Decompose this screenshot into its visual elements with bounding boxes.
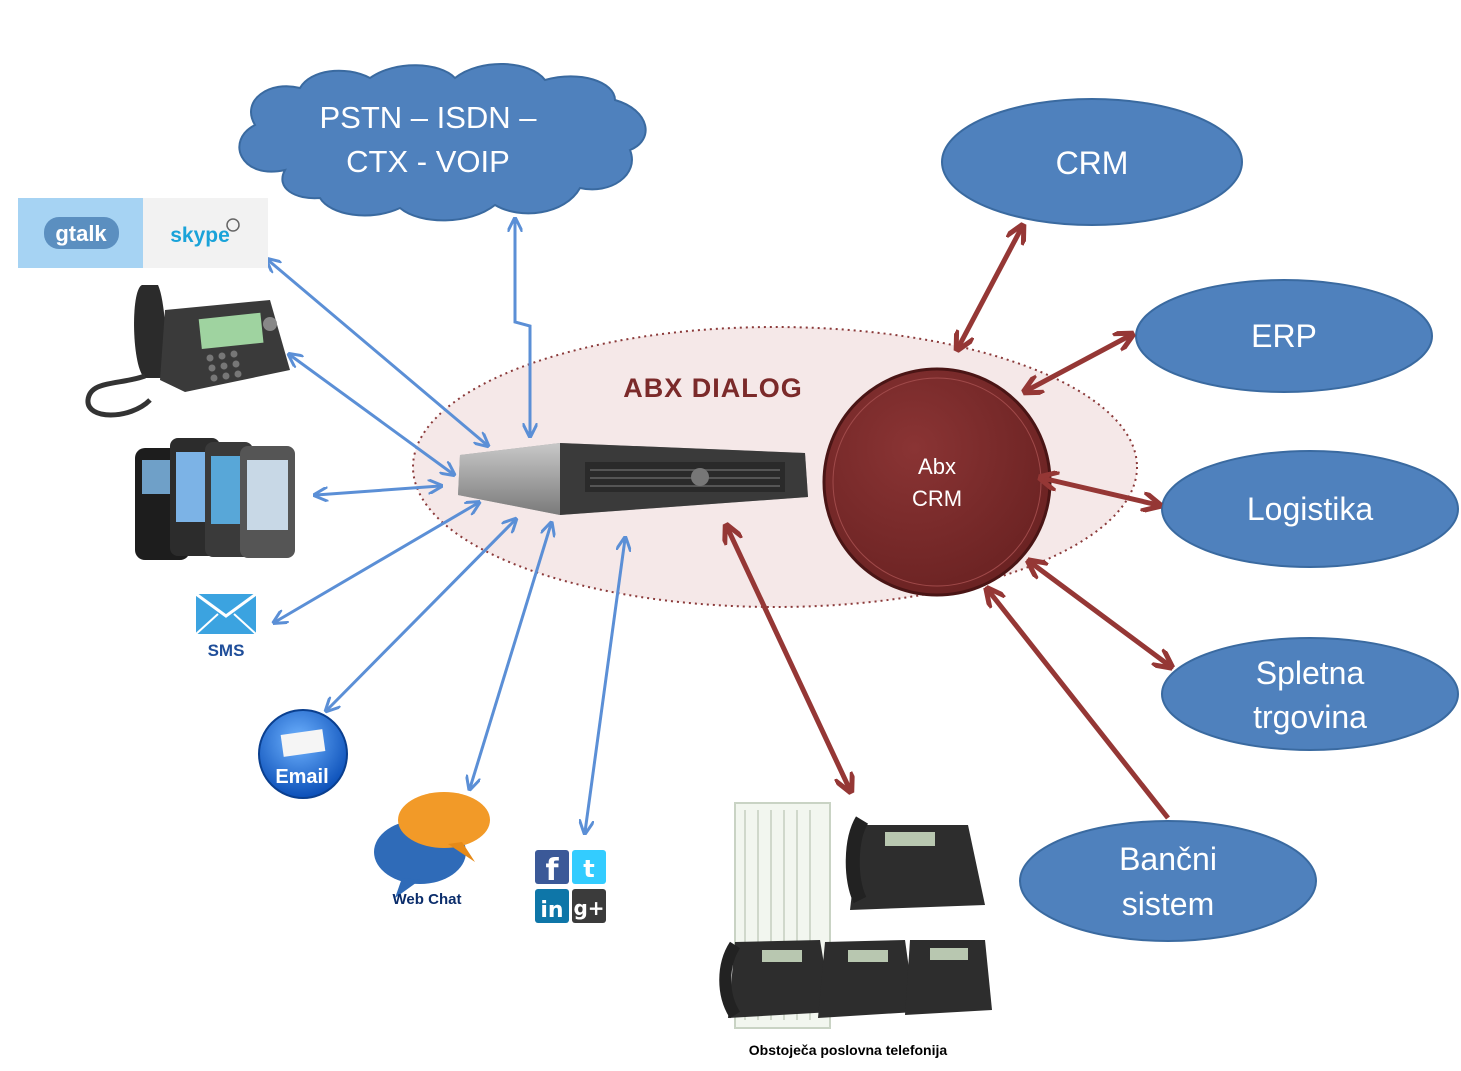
legacy-phone-1 — [845, 816, 985, 910]
svg-text:Email: Email — [275, 766, 328, 788]
crm-core-line2: CRM — [912, 486, 962, 511]
legacy-phone-3 — [818, 940, 915, 1018]
svg-text:in: in — [540, 898, 563, 923]
svg-text:gtalk: gtalk — [55, 221, 107, 246]
crm-core-line1: Abx — [918, 454, 956, 479]
arrow-social — [585, 539, 625, 832]
arrow-pstn — [515, 220, 530, 435]
svg-text:Bančni: Bančni — [1119, 841, 1217, 877]
mobile-phones-icon — [135, 438, 295, 560]
cloud-line2: CTX - VOIP — [346, 144, 510, 179]
svg-text:Spletna: Spletna — [1256, 655, 1365, 691]
twitter-icon — [572, 850, 606, 884]
cloud-line1: PSTN – ISDN – — [319, 100, 537, 135]
svg-text:ERP: ERP — [1251, 318, 1317, 354]
arrow-bancni — [988, 590, 1170, 820]
pstn-cloud: PSTN – ISDN – CTX - VOIP — [238, 62, 647, 222]
arrow-mobile — [316, 486, 440, 495]
svg-text:Logistika: Logistika — [1247, 491, 1374, 527]
sms-icon: SMS — [195, 592, 257, 660]
arrow-erp — [1026, 335, 1131, 391]
system-bancni-sistem: Bančni sistem — [1019, 820, 1317, 942]
arrow-sms — [275, 503, 478, 622]
arrow-spletna — [1030, 562, 1170, 666]
abx-crm-core: Abx CRM — [822, 367, 1052, 597]
system-erp: ERP — [1135, 279, 1433, 393]
arrow-logistika — [1042, 478, 1158, 505]
svg-text:SMS: SMS — [208, 641, 245, 660]
svg-text:CRM: CRM — [1056, 145, 1129, 181]
system-spletna-trgovina: Spletna trgovina — [1161, 637, 1459, 751]
system-logistika: Logistika — [1161, 450, 1459, 568]
skype-icon: skype — [143, 198, 268, 268]
system-crm: CRM — [941, 98, 1243, 226]
facebook-icon — [535, 850, 569, 884]
web-chat-icon: Web Chat — [374, 792, 490, 908]
linkedin-icon — [535, 889, 569, 923]
legacy-phone-4 — [905, 940, 992, 1015]
svg-text:t: t — [583, 855, 594, 883]
email-icon: Email — [258, 709, 348, 799]
legacy-caption: Obstoječa poslovna telefonija — [749, 1042, 948, 1058]
svg-text:trgovina: trgovina — [1253, 699, 1367, 735]
channel-arrows — [268, 220, 625, 832]
arrow-legacy — [727, 527, 850, 790]
arrow-deskphone — [290, 355, 453, 474]
svg-text:g+: g+ — [573, 896, 604, 920]
svg-text:sistem: sistem — [1122, 886, 1214, 922]
arrow-webchat — [470, 524, 551, 788]
svg-text:skype: skype — [170, 224, 230, 247]
svg-text:f: f — [545, 853, 559, 888]
legacy-phone-2 — [719, 940, 832, 1019]
hub-title: ABX DIALOG — [623, 373, 803, 403]
abx-server-icon — [458, 443, 808, 515]
legacy-telephony-icon — [719, 802, 992, 1029]
google-plus-icon — [572, 889, 606, 923]
arrow-email — [327, 520, 515, 710]
arrow-crm — [958, 227, 1022, 348]
desk-phone-icon — [85, 285, 290, 418]
crm-integration-arrows — [727, 227, 1170, 820]
social-media-icons: f t in g+ — [535, 850, 606, 923]
svg-text:Web Chat: Web Chat — [393, 891, 462, 908]
gtalk-icon: gtalk — [18, 198, 143, 268]
